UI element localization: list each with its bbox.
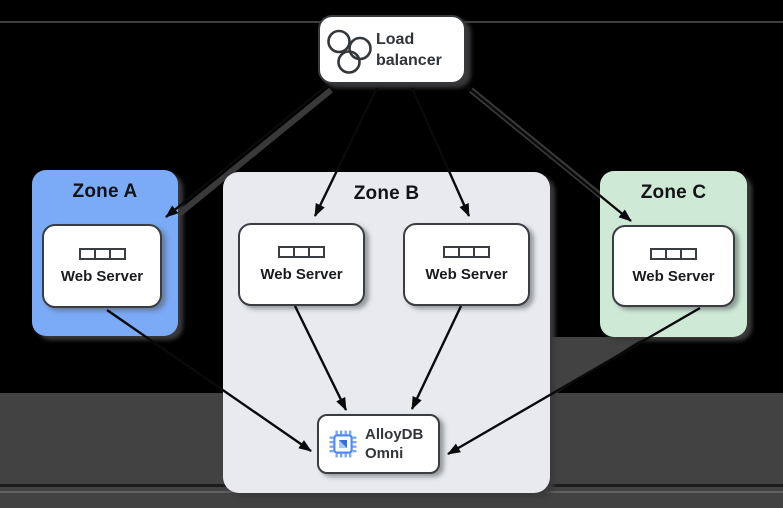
alloydb-omni-label: AlloyDB Omni xyxy=(365,426,424,462)
alloydb-omni-node: AlloyDB Omni xyxy=(317,414,440,474)
server-rack-icon xyxy=(443,246,490,258)
zone-b-title: Zone B xyxy=(353,183,420,204)
alloydb-chip-icon xyxy=(329,430,357,458)
web-server-label: Web Server xyxy=(632,267,715,285)
zone-a-title: Zone A xyxy=(72,181,138,202)
server-rack-icon xyxy=(650,247,697,260)
web-server-label: Web Server xyxy=(60,267,144,285)
web-server-label: Web Server xyxy=(425,266,508,283)
web-server-label: Web Server xyxy=(260,266,343,283)
load-balancer-label: Load balancer xyxy=(376,30,442,69)
server-rack-icon xyxy=(278,246,325,258)
zone-b-web-server-1: Web Server xyxy=(238,223,365,306)
zone-c-title: Zone C xyxy=(640,182,707,203)
load-balancer-node: Load balancer xyxy=(318,15,466,84)
zone-a-web-server: Web Server xyxy=(42,224,162,308)
zone-b-web-server-2: Web Server xyxy=(403,223,530,306)
zone-c-web-server: Web Server xyxy=(612,225,735,307)
zone-c: Zone C Web Server xyxy=(600,171,747,337)
load-balancer-circles-icon xyxy=(327,29,372,74)
zone-b: Zone B Web Server Web Server Al xyxy=(223,172,550,493)
server-rack-icon xyxy=(78,247,126,260)
zone-a: Zone A Web Server xyxy=(32,170,178,336)
